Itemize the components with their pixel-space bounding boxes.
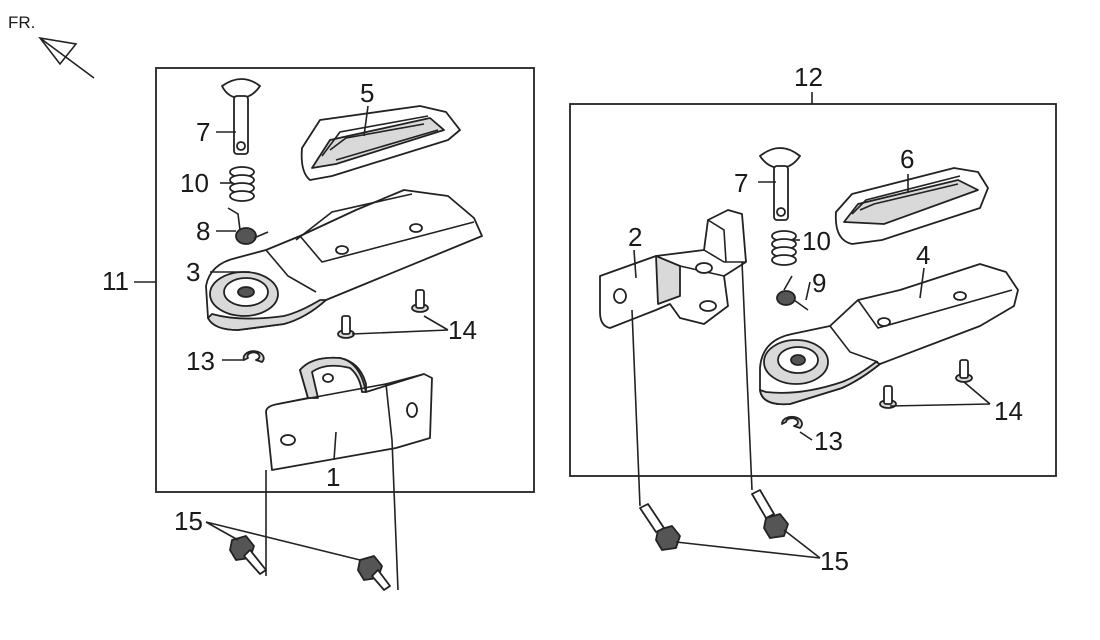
- callout-7-left: 7: [196, 117, 210, 147]
- bolt-part-15-right: [639, 489, 789, 551]
- rubber-pad-part-5: [300, 105, 461, 181]
- screw-part-14-right: [879, 359, 973, 409]
- callout-15-right: 15: [820, 546, 849, 576]
- bracket-part-1: [265, 356, 433, 471]
- spring-part-10-left: [229, 166, 255, 202]
- callout-12: 12: [794, 62, 823, 92]
- front-direction-marker: FR.: [8, 13, 95, 79]
- screw-part-14-left: [337, 289, 429, 339]
- pin-part-7-left: [221, 78, 261, 155]
- clip-part-13-left: [242, 350, 265, 363]
- pin-part-7-right: [759, 147, 801, 221]
- callout-14-right: 14: [994, 396, 1023, 426]
- callout-10-left: 10: [180, 168, 209, 198]
- callout-9: 9: [812, 268, 826, 298]
- callout-13-left: 13: [186, 346, 215, 376]
- callout-5: 5: [360, 78, 374, 108]
- torsion-spring-part-9: [776, 275, 809, 311]
- bolt-part-15-left: [229, 535, 391, 591]
- footrest-body-part-4: [759, 263, 1019, 406]
- callout-2: 2: [628, 222, 642, 252]
- footrest-body-part-3: [205, 189, 483, 331]
- callout-10-right: 10: [802, 226, 831, 256]
- spring-part-10-right: [771, 230, 797, 266]
- callout-11: 11: [102, 266, 129, 296]
- front-label: FR.: [8, 13, 35, 32]
- rubber-pad-part-6: [834, 167, 989, 245]
- callout-13-right: 13: [814, 426, 843, 456]
- callout-15-left: 15: [174, 506, 203, 536]
- clip-part-13-right: [781, 415, 803, 429]
- bracket-part-2: [599, 209, 747, 329]
- right-assembly-frame: [569, 103, 1057, 477]
- callout-3: 3: [186, 257, 200, 287]
- torsion-spring-part-8: [227, 207, 269, 245]
- left-leader-lines: [134, 105, 449, 591]
- front-arrow-icon: [38, 36, 95, 79]
- callout-14-left: 14: [448, 315, 477, 345]
- callout-8: 8: [196, 216, 210, 246]
- callout-4: 4: [916, 240, 930, 270]
- callout-7-right: 7: [734, 168, 748, 198]
- left-assembly-frame: [155, 67, 535, 493]
- right-leader-lines: [631, 92, 991, 559]
- callout-1: 1: [326, 462, 340, 492]
- callout-6: 6: [900, 144, 914, 174]
